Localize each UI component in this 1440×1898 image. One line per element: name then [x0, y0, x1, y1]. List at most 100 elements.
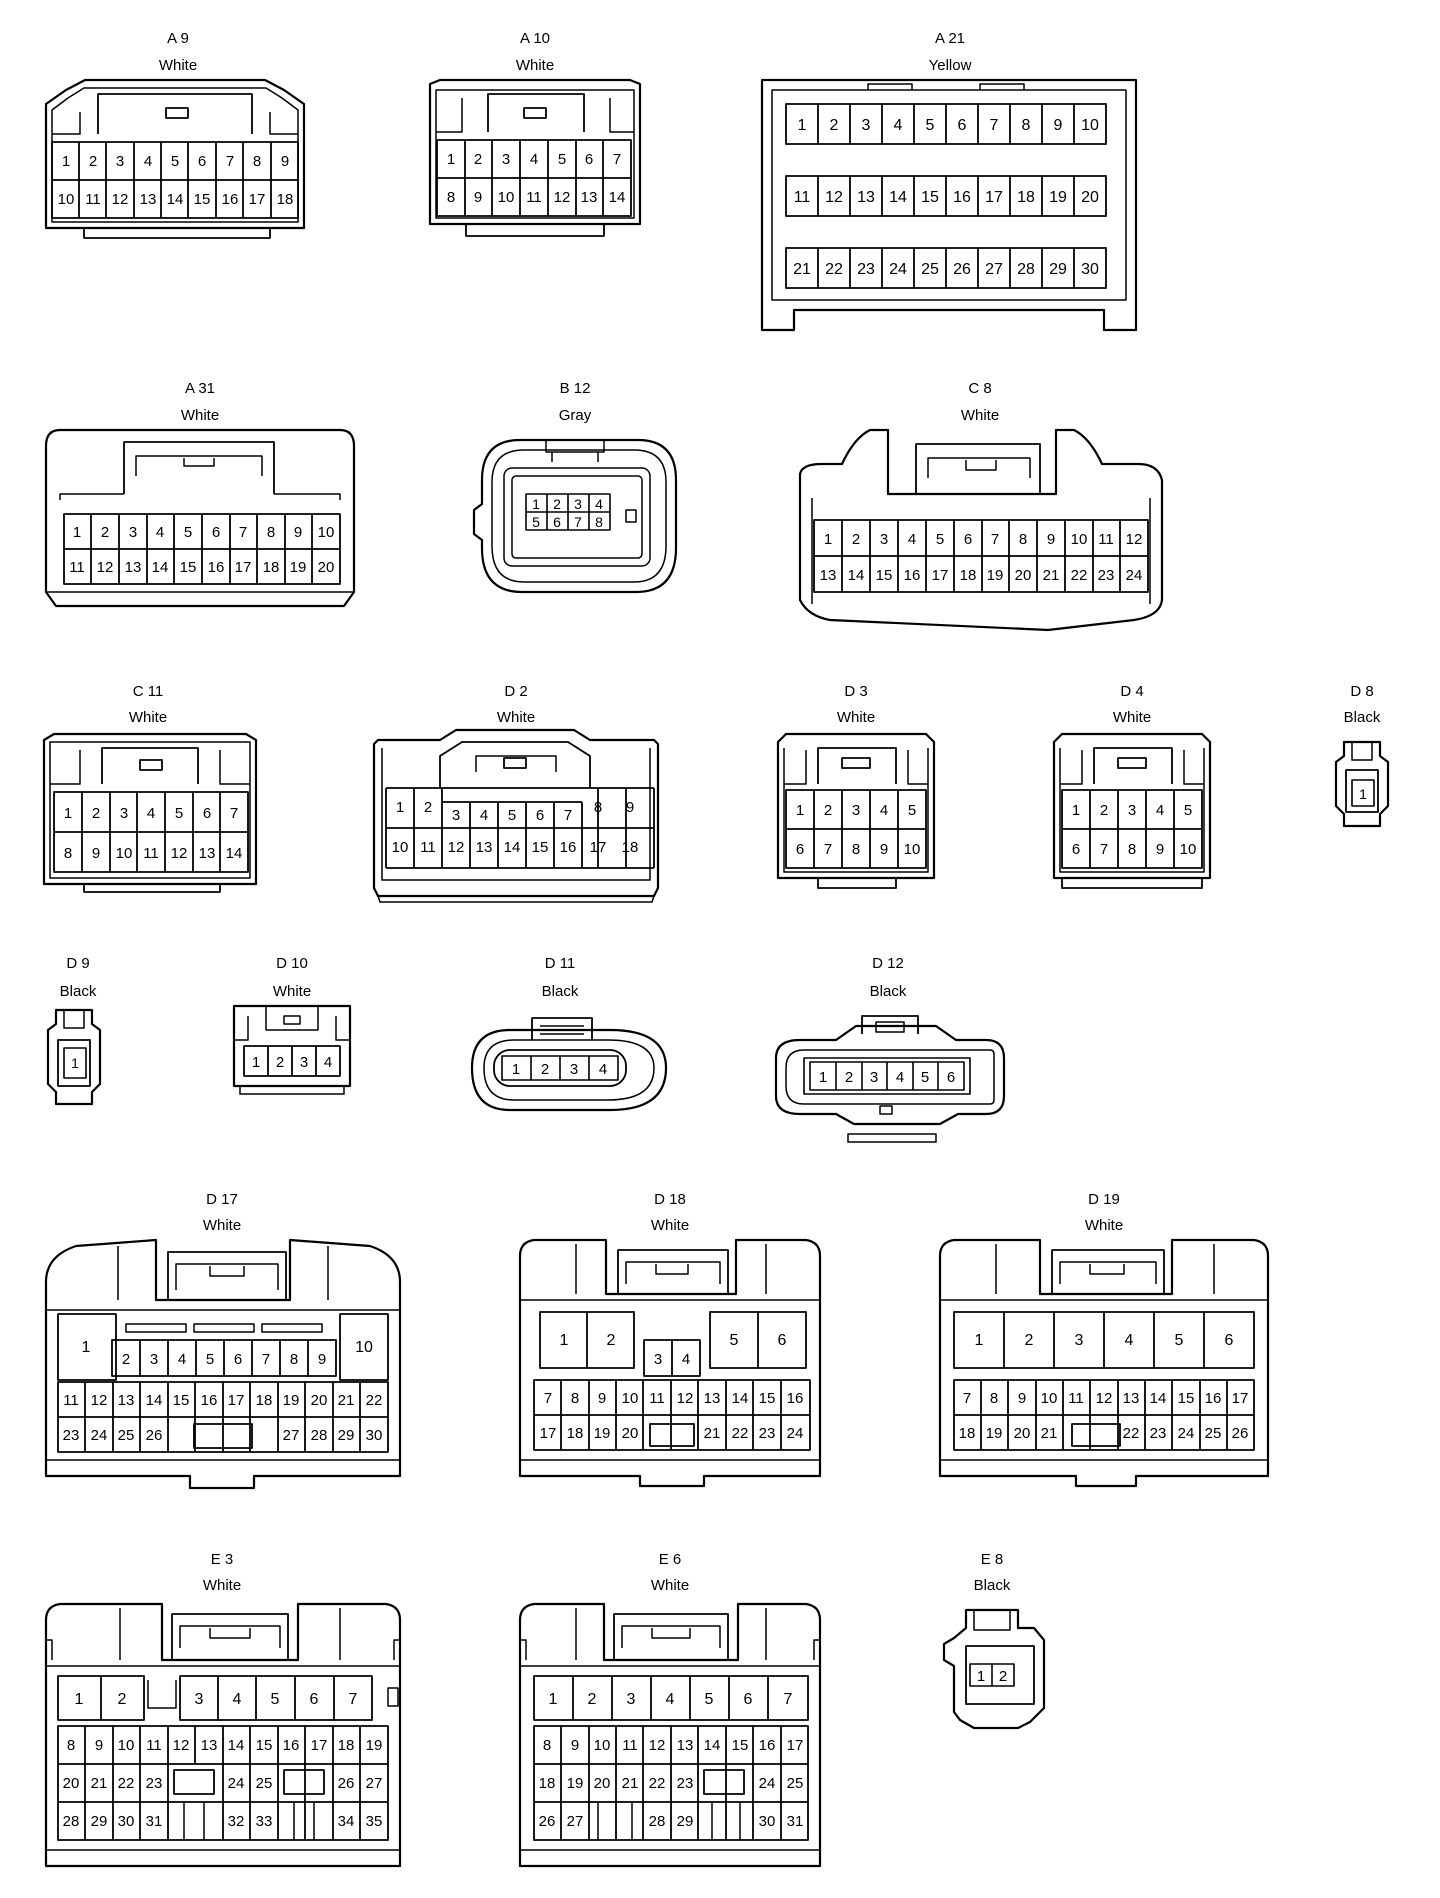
- pin-d18-16: 16: [787, 1390, 804, 1407]
- pin-d18-6: 6: [778, 1332, 787, 1349]
- pin-d4-5: 5: [1184, 802, 1192, 819]
- pin-a10-1: 1: [447, 151, 455, 168]
- pin-e6-13: 13: [677, 1737, 694, 1754]
- pin-a10-3: 3: [502, 151, 510, 168]
- pin-a21-17: 17: [985, 189, 1003, 206]
- pin-d17-13: 13: [118, 1392, 135, 1409]
- pin-d17-26: 26: [146, 1427, 163, 1444]
- pin-d18-9: 9: [598, 1390, 606, 1407]
- pin-d19-20: 20: [1014, 1425, 1031, 1442]
- pin-d10-3: 3: [300, 1054, 308, 1071]
- pin-a31-3: 3: [129, 524, 137, 541]
- connector-d9-housing: [46, 1008, 102, 1106]
- pin-c8-2: 2: [852, 531, 860, 548]
- pin-a9-15: 15: [194, 191, 211, 208]
- pin-a31-7: 7: [239, 524, 247, 541]
- connector-d19-pins: [953, 1311, 1255, 1451]
- pin-c8-21: 21: [1043, 567, 1060, 584]
- pin-d17-9: 9: [318, 1351, 326, 1368]
- pin-d2-6: 6: [536, 807, 544, 824]
- pin-e3-10: 10: [118, 1737, 135, 1754]
- pin-d2-13: 13: [476, 839, 493, 856]
- pin-d12-6: 6: [947, 1069, 955, 1086]
- pin-d4-2: 2: [1100, 802, 1108, 819]
- pin-d12-1: 1: [819, 1069, 827, 1086]
- pin-a21-30: 30: [1081, 261, 1099, 278]
- connector-d17-id: D 17: [206, 1191, 238, 1208]
- pin-d19-23: 23: [1150, 1425, 1167, 1442]
- connector-b12-housing: [472, 438, 678, 594]
- connector-c8-color: White: [961, 407, 999, 424]
- pin-e6-10: 10: [594, 1737, 611, 1754]
- pin-d2-10: 10: [392, 839, 409, 856]
- connector-d8-housing: [1334, 740, 1390, 828]
- pin-c8-20: 20: [1015, 567, 1032, 584]
- pin-e6-31: 31: [787, 1813, 804, 1830]
- pin-a21-6: 6: [958, 117, 967, 134]
- pin-a31-17: 17: [235, 559, 252, 576]
- pin-d18-14: 14: [732, 1390, 749, 1407]
- pin-d4-9: 9: [1156, 841, 1164, 858]
- pin-b12-5: 5: [532, 514, 540, 530]
- connector-c11-id: C 11: [133, 683, 164, 700]
- pin-e3-9: 9: [95, 1737, 103, 1754]
- pin-e3-20: 20: [63, 1775, 80, 1792]
- connector-a21-housing: [760, 78, 1138, 332]
- pin-d18-3: 3: [654, 1351, 662, 1368]
- pin-a21-24: 24: [889, 261, 907, 278]
- pin-e6-27: 27: [567, 1813, 584, 1830]
- pin-e3-22: 22: [118, 1775, 135, 1792]
- pin-c11-3: 3: [120, 805, 128, 822]
- pin-a21-19: 19: [1049, 189, 1067, 206]
- pin-a9-1: 1: [62, 153, 70, 170]
- pin-d2-14: 14: [504, 839, 521, 856]
- connector-d11-color: Black: [542, 983, 579, 1000]
- pin-e6-3: 3: [627, 1691, 636, 1708]
- pin-a21-16: 16: [953, 189, 971, 206]
- connector-a10-color: White: [516, 57, 554, 74]
- connector-a10-pins: [436, 139, 632, 217]
- pin-e6-24: 24: [759, 1775, 776, 1792]
- pin-e3-35: 35: [366, 1813, 383, 1830]
- pin-e6-11: 11: [622, 1737, 638, 1754]
- connector-a10-housing: [428, 78, 642, 226]
- pin-d18-18: 18: [567, 1425, 584, 1442]
- pin-d19-7: 7: [963, 1390, 971, 1407]
- pin-c11-13: 13: [199, 845, 216, 862]
- pin-e3-19: 19: [366, 1737, 383, 1754]
- pin-d17-3: 3: [150, 1351, 158, 1368]
- pin-c8-10: 10: [1071, 531, 1088, 548]
- connector-d12-color: Black: [870, 983, 907, 1000]
- pin-e3-18: 18: [338, 1737, 355, 1754]
- pin-e6-26: 26: [539, 1813, 556, 1830]
- pin-d19-11: 11: [1068, 1390, 1084, 1407]
- pin-a21-26: 26: [953, 261, 971, 278]
- pin-d2-11: 11: [420, 839, 436, 856]
- pin-d4-1: 1: [1072, 802, 1080, 819]
- pin-c8-6: 6: [964, 531, 972, 548]
- pin-d17-1: 1: [82, 1339, 91, 1356]
- pin-a9-18: 18: [277, 191, 294, 208]
- pin-c8-12: 12: [1126, 531, 1143, 548]
- connector-d9: D 9 Black 1: [46, 955, 102, 1106]
- pin-d18-20: 20: [622, 1425, 639, 1442]
- connector-c8-pins: [813, 519, 1149, 593]
- pin-e3-12: 12: [173, 1737, 190, 1754]
- pin-d12-4: 4: [896, 1069, 904, 1086]
- pin-d10-2: 2: [276, 1054, 284, 1071]
- pin-a9-4: 4: [144, 153, 152, 170]
- pin-d4-6: 6: [1072, 841, 1080, 858]
- pin-c8-7: 7: [991, 531, 999, 548]
- pin-d4-3: 3: [1128, 802, 1136, 819]
- pin-d2-2: 2: [424, 799, 432, 816]
- pin-d18-1: 1: [560, 1332, 569, 1349]
- pin-c8-24: 24: [1126, 567, 1143, 584]
- connector-c11-color: White: [129, 709, 167, 726]
- pin-e8-2: 2: [999, 1668, 1007, 1685]
- connector-e6-color: White: [651, 1577, 689, 1594]
- pin-d18-19: 19: [594, 1425, 611, 1442]
